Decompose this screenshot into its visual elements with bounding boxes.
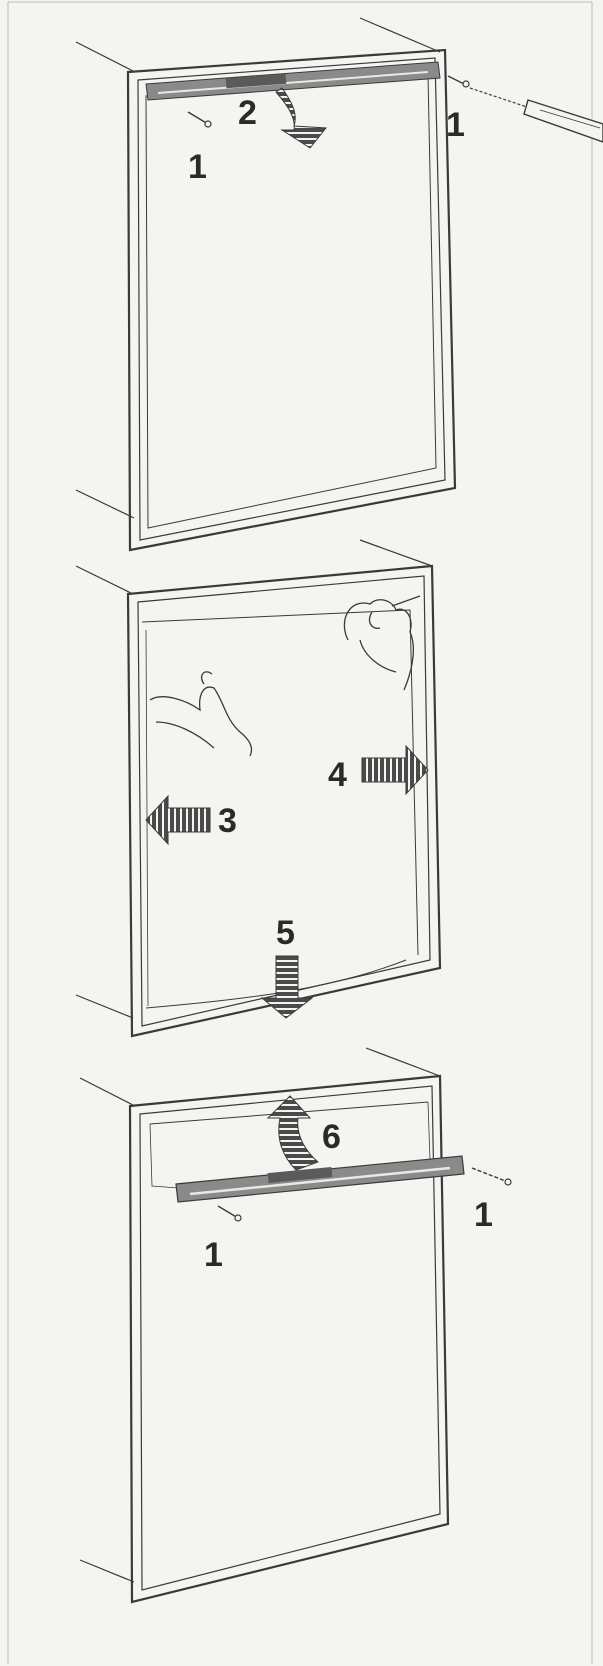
cabinet-edge-line bbox=[80, 1560, 134, 1582]
cabinet-edge-line bbox=[366, 1048, 440, 1076]
callout-b-5: 5 bbox=[276, 914, 295, 952]
screw-icon bbox=[188, 112, 211, 127]
callout-c-1-left: 1 bbox=[204, 1236, 223, 1274]
screw-icon bbox=[472, 1168, 511, 1185]
left-arrow-icon bbox=[146, 796, 210, 844]
cabinet-edge-line bbox=[76, 995, 133, 1018]
cabinet-edge-line bbox=[76, 566, 133, 594]
cabinet-edge-line bbox=[360, 540, 432, 566]
hand-icon bbox=[150, 672, 252, 756]
screw-icon bbox=[218, 1206, 241, 1221]
callout-b-3: 3 bbox=[218, 802, 237, 840]
cabinet-edge-line bbox=[76, 42, 135, 72]
cabinet-edge-line bbox=[76, 490, 134, 518]
callout-c-1-right: 1 bbox=[474, 1196, 493, 1234]
callout-a-2: 2 bbox=[238, 94, 257, 132]
right-arrow-icon bbox=[362, 746, 428, 794]
panel-step-a bbox=[76, 18, 603, 550]
curved-arrow-icon bbox=[276, 88, 326, 148]
curved-arrow-icon bbox=[268, 1096, 318, 1170]
callout-c-6: 6 bbox=[322, 1118, 341, 1156]
callout-a-1-right: 1 bbox=[446, 106, 465, 144]
rail-bar-icon bbox=[176, 1156, 464, 1202]
callout-a-1-left: 1 bbox=[188, 148, 207, 186]
cabinet-edge-line bbox=[360, 18, 440, 52]
door-panel-icon bbox=[128, 50, 455, 550]
panel-step-c bbox=[80, 1048, 511, 1602]
page-frame bbox=[8, 2, 592, 1664]
callout-b-4: 4 bbox=[328, 756, 347, 794]
panel-step-b bbox=[76, 540, 440, 1036]
screw-icon bbox=[448, 76, 469, 87]
down-arrow-icon bbox=[262, 956, 312, 1018]
cabinet-edge-line bbox=[80, 1078, 135, 1106]
screwdriver-icon bbox=[470, 88, 603, 142]
